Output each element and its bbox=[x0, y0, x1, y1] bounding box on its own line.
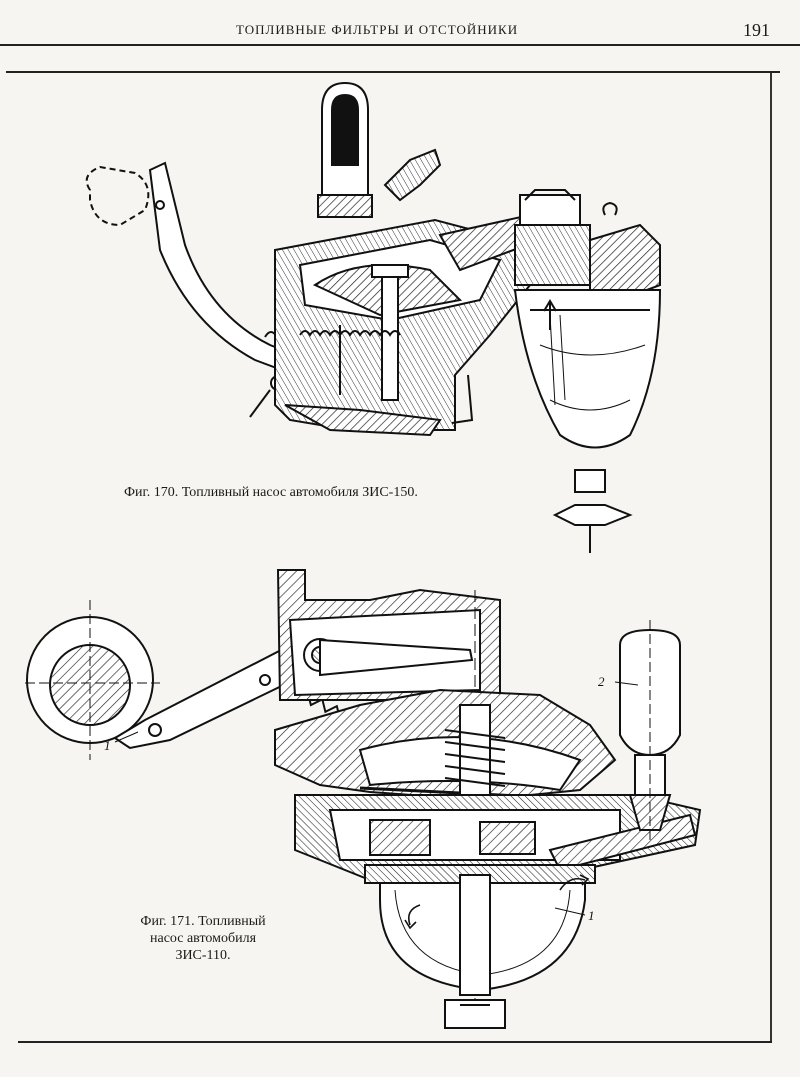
figure-171-caption-line-2: насос автомобиля bbox=[149, 931, 257, 946]
callout-label-2: 2 bbox=[598, 674, 605, 689]
figure-170-caption: Фиг. 170. Топливный насос автомобиля ЗИС… bbox=[124, 485, 418, 500]
running-title: ТОПЛИВНЫЕ ФИЛЬТРЫ И ОТСТОЙНИКИ bbox=[236, 22, 519, 37]
header-rule bbox=[0, 44, 800, 46]
frame-right-rule bbox=[770, 73, 772, 1041]
fuel-pump-zis150-illustration bbox=[85, 81, 662, 553]
figure-171-caption-line-1: Фиг. 171. Топливный bbox=[140, 914, 266, 929]
frame-top-rule bbox=[6, 71, 780, 73]
fuel-pump-zis110-section-drawing: 2 1 1 bbox=[25, 569, 702, 1030]
callout-label-1-lever: 1 bbox=[104, 738, 111, 753]
page-number: 191 bbox=[743, 20, 770, 40]
callout-label-1-bowl: 1 bbox=[588, 908, 595, 923]
figure-171-caption-line-3: ЗИС-110. bbox=[175, 948, 231, 963]
frame-bottom-rule bbox=[18, 1041, 772, 1043]
figure-171-caption: Фиг. 171. Топливный насос автомобиля ЗИС… bbox=[118, 913, 288, 964]
